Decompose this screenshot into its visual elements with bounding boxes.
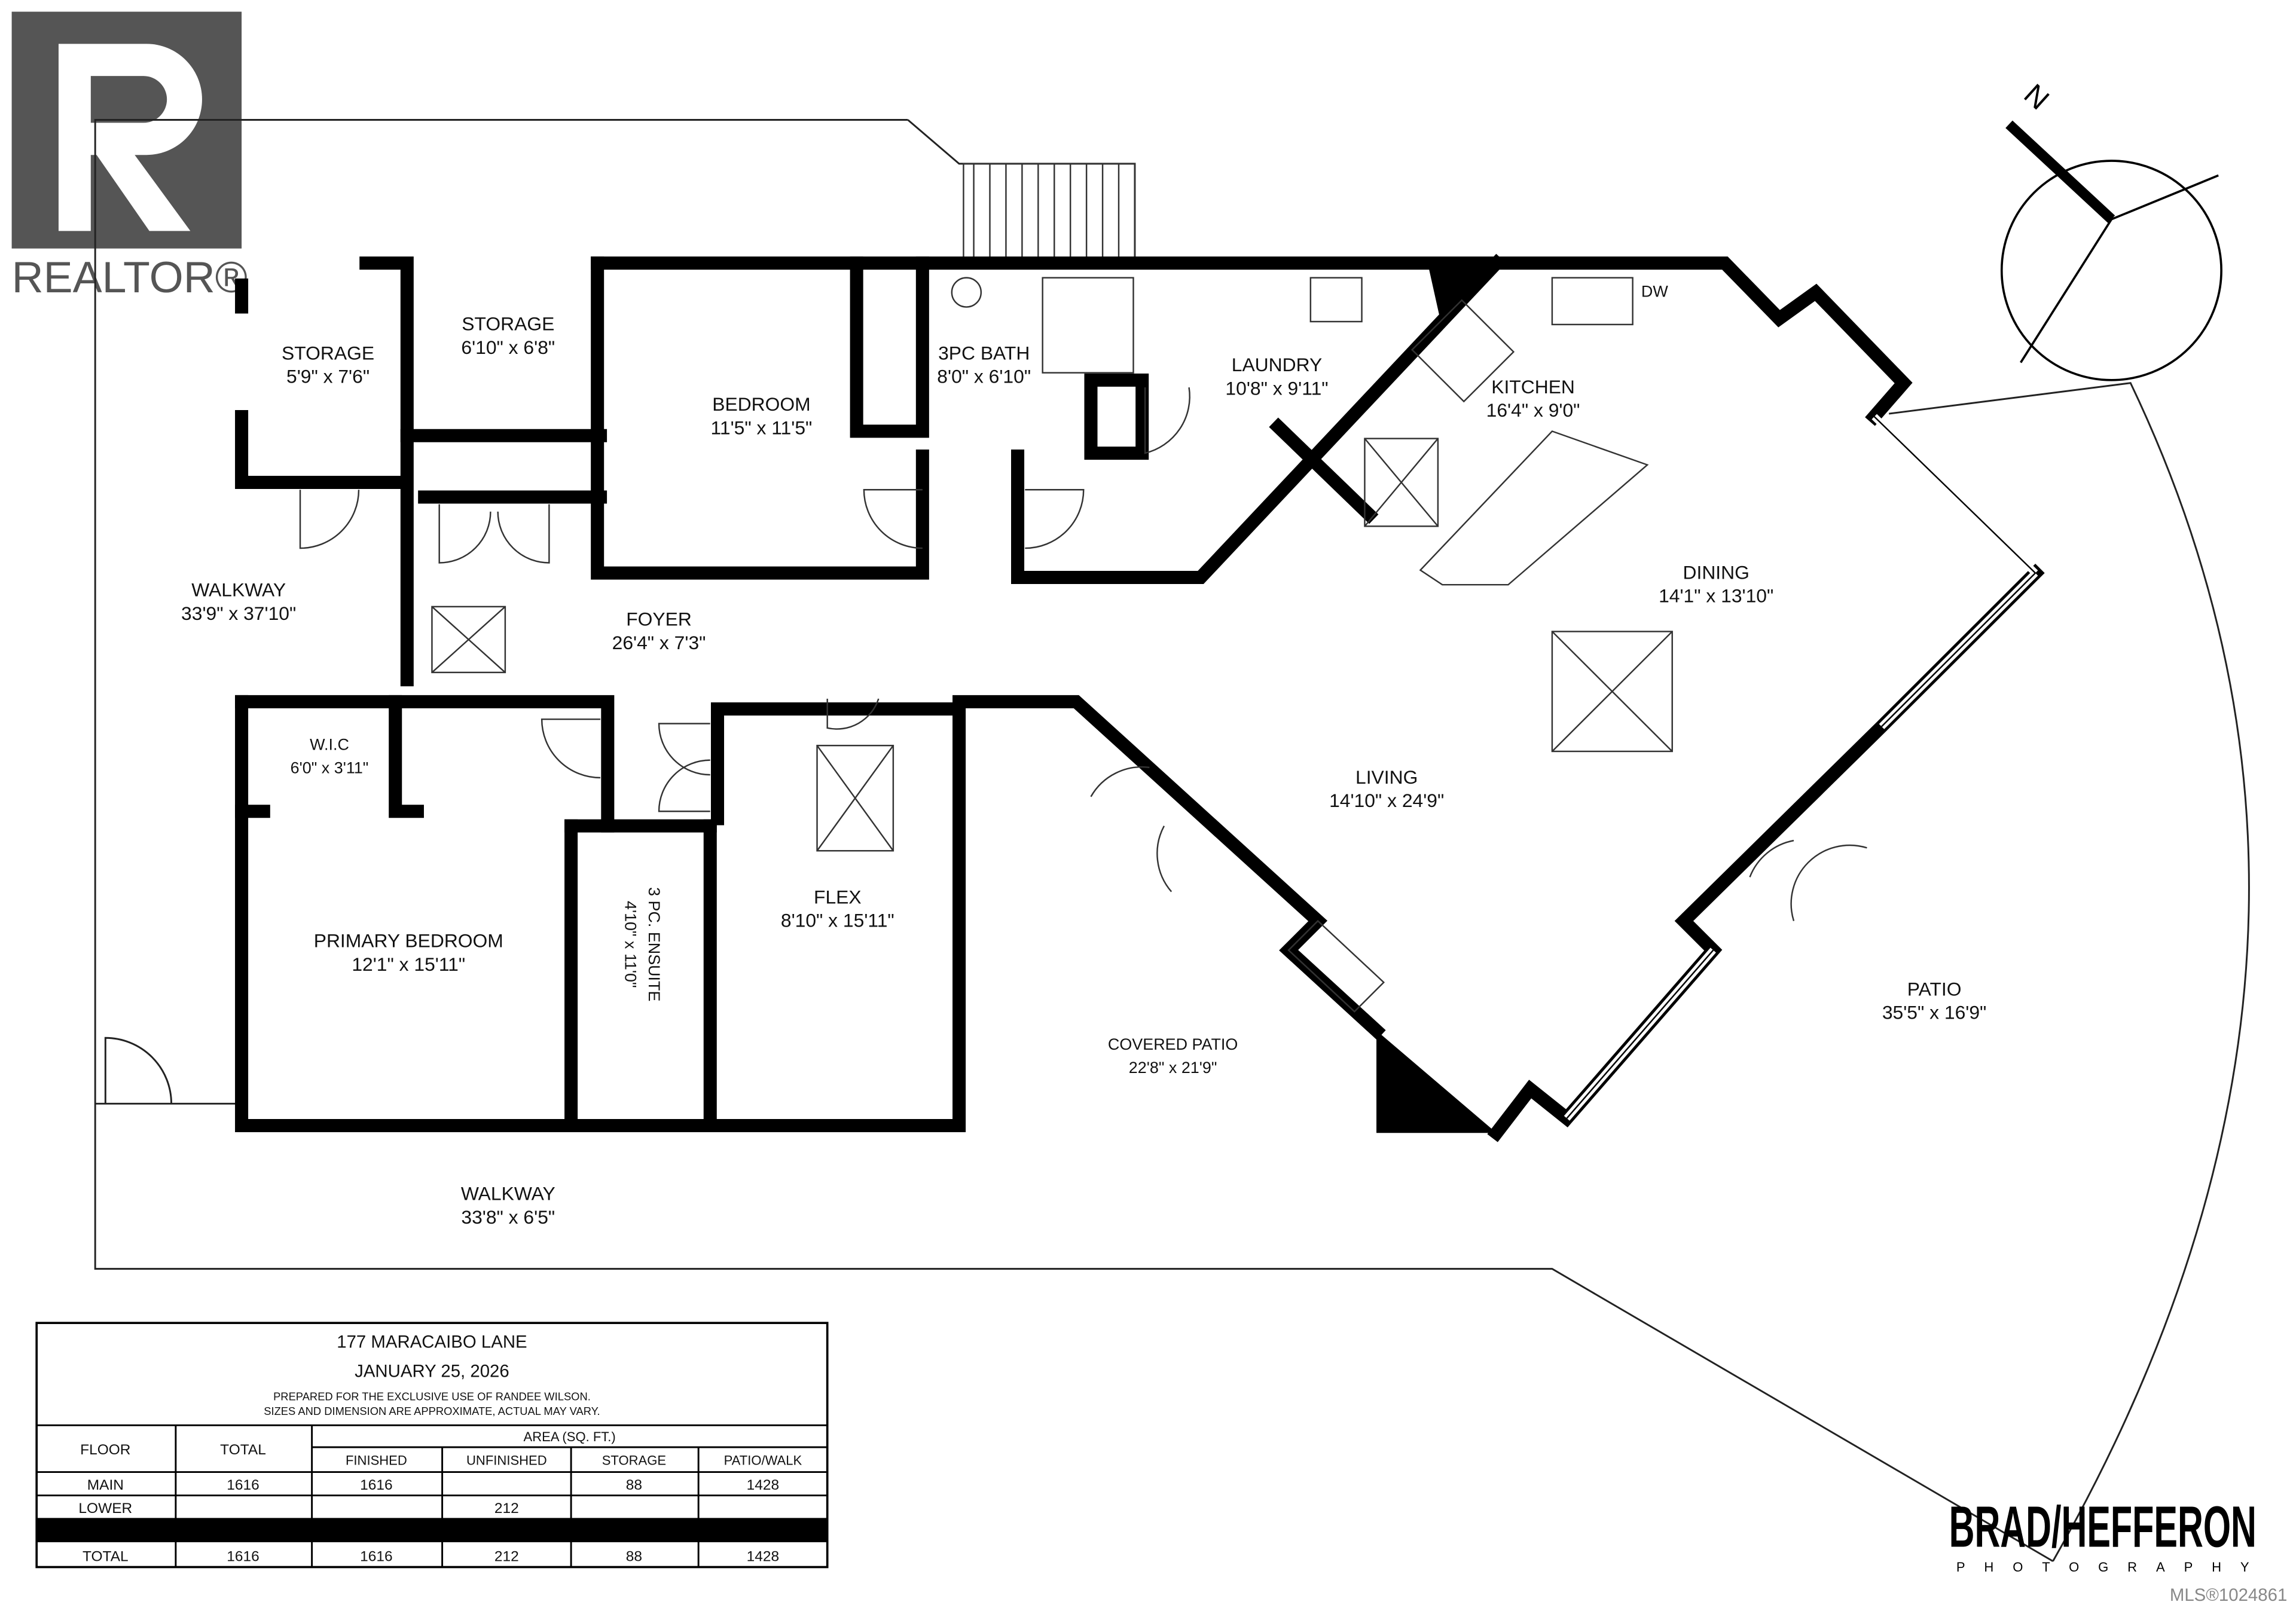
room-size: 16'4" x 9'0" xyxy=(1486,399,1580,421)
room-name: PRIMARY BEDROOM xyxy=(314,930,503,952)
header-area: AREA (SQ. FT.) xyxy=(524,1429,616,1444)
table-cell-finished: 1616 xyxy=(360,1477,392,1493)
note-line-1: PREPARED FOR THE EXCLUSIVE USE OF RANDEE… xyxy=(273,1390,591,1403)
room-size: 33'8" x 6'5" xyxy=(461,1206,555,1228)
table-cell-patio: 1428 xyxy=(747,1549,779,1565)
room-size: 8'10" x 15'11" xyxy=(781,909,894,931)
room-size: 35'5" x 16'9" xyxy=(1882,1002,1987,1023)
table-cell-finished: 1616 xyxy=(360,1549,392,1565)
room-label: W.I.C 6'0" x 3'11" xyxy=(291,736,369,777)
room-label: 3 PC. ENSUITE 4'10" x 11'0" xyxy=(622,887,663,1001)
photographer-logo: BRAD/HEFFERON PHOTOGRAPHY MLS®1024861 xyxy=(1949,1493,2288,1604)
note-line-2: SIZES AND DIMENSION ARE APPROXIMATE, ACT… xyxy=(264,1405,600,1417)
room-label: COVERED PATIO 22'8" x 21'9" xyxy=(1108,1035,1238,1077)
header-patio-walk: PATIO/WALK xyxy=(724,1453,802,1468)
room-name: STORAGE xyxy=(462,313,554,335)
table-cell-storage: 88 xyxy=(626,1549,642,1565)
room-name: FOYER xyxy=(626,609,692,630)
walls xyxy=(235,253,2045,1142)
fixtures: DW xyxy=(431,277,1673,1013)
room-name: W.I.C xyxy=(310,736,349,754)
room-name: COVERED PATIO xyxy=(1108,1035,1238,1053)
room-size: 10'8" x 9'11" xyxy=(1225,377,1328,399)
room-name: STORAGE xyxy=(282,343,374,364)
room-name: WALKWAY xyxy=(461,1183,555,1205)
room-size: 22'8" x 21'9" xyxy=(1129,1059,1217,1077)
photographer-sub: PHOTOGRAPHY xyxy=(1956,1560,2249,1575)
room-size: 26'4" x 7'3" xyxy=(612,632,706,653)
table-cell-floor: MAIN xyxy=(87,1477,124,1493)
room-name: 3 PC. ENSUITE xyxy=(645,887,663,1001)
header-unfinished: UNFINISHED xyxy=(466,1453,547,1468)
room-size: 6'10" x 6'8" xyxy=(461,337,555,358)
table-cell-unfinished: 212 xyxy=(494,1549,519,1565)
doors xyxy=(299,387,1867,921)
room-size: 4'10" x 11'0" xyxy=(622,901,640,988)
header-total: TOTAL xyxy=(220,1442,266,1458)
room-name: 3PC BATH xyxy=(938,343,1030,364)
table-cell-storage: 88 xyxy=(626,1477,642,1493)
room-size: 5'9" x 7'6" xyxy=(286,366,370,387)
room-size: 6'0" x 3'11" xyxy=(291,759,369,777)
room-name: LIVING xyxy=(1355,766,1418,788)
table-cell-floor: TOTAL xyxy=(83,1549,129,1565)
stairs xyxy=(963,163,1136,261)
table-cell-patio: 1428 xyxy=(747,1477,779,1493)
room-size: 8'0" x 6'10" xyxy=(937,366,1031,387)
compass-north-label: N xyxy=(2018,78,2055,117)
room-size: 33'9" x 37'10" xyxy=(181,603,296,624)
table-cell-unfinished: 212 xyxy=(494,1500,519,1517)
realtor-logo: REALTOR® xyxy=(12,11,248,302)
dishwasher-label: DW xyxy=(1641,282,1668,300)
room-name: BEDROOM xyxy=(712,393,810,415)
room-size: 14'10" x 24'9" xyxy=(1329,790,1444,811)
room-name: WALKWAY xyxy=(191,579,286,601)
room-label: PATIO 35'5" x 16'9" xyxy=(1882,978,1987,1023)
compass: N xyxy=(2000,78,2222,381)
header-floor: FLOOR xyxy=(80,1442,130,1458)
room-size: 12'1" x 15'11" xyxy=(352,953,465,975)
address: 177 MARACAIBO LANE xyxy=(337,1332,527,1352)
room-name: DINING xyxy=(1683,561,1750,583)
room-name: FLEX xyxy=(814,886,862,907)
table-cell-total: 1616 xyxy=(227,1549,259,1565)
room-size: 14'1" x 13'10" xyxy=(1659,585,1773,607)
table-cell-floor: LOWER xyxy=(78,1500,132,1517)
photographer-name: BRAD/HEFFERON xyxy=(1949,1493,2257,1559)
room-name: LAUNDRY xyxy=(1232,354,1322,375)
realtor-text: REALTOR® xyxy=(12,253,248,302)
info-table: 177 MARACAIBO LANE JANUARY 25, 2026 PREP… xyxy=(35,1322,829,1569)
room-name: KITCHEN xyxy=(1491,376,1575,398)
room-name: PATIO xyxy=(1907,978,1962,999)
table-cell-total: 1616 xyxy=(227,1477,259,1493)
mls-number: MLS®1024861 xyxy=(2170,1585,2287,1605)
header-storage: STORAGE xyxy=(602,1453,666,1468)
plan-date: JANUARY 25, 2026 xyxy=(355,1362,509,1381)
header-finished: FINISHED xyxy=(346,1453,407,1468)
room-size: 11'5" x 11'5" xyxy=(711,417,813,438)
